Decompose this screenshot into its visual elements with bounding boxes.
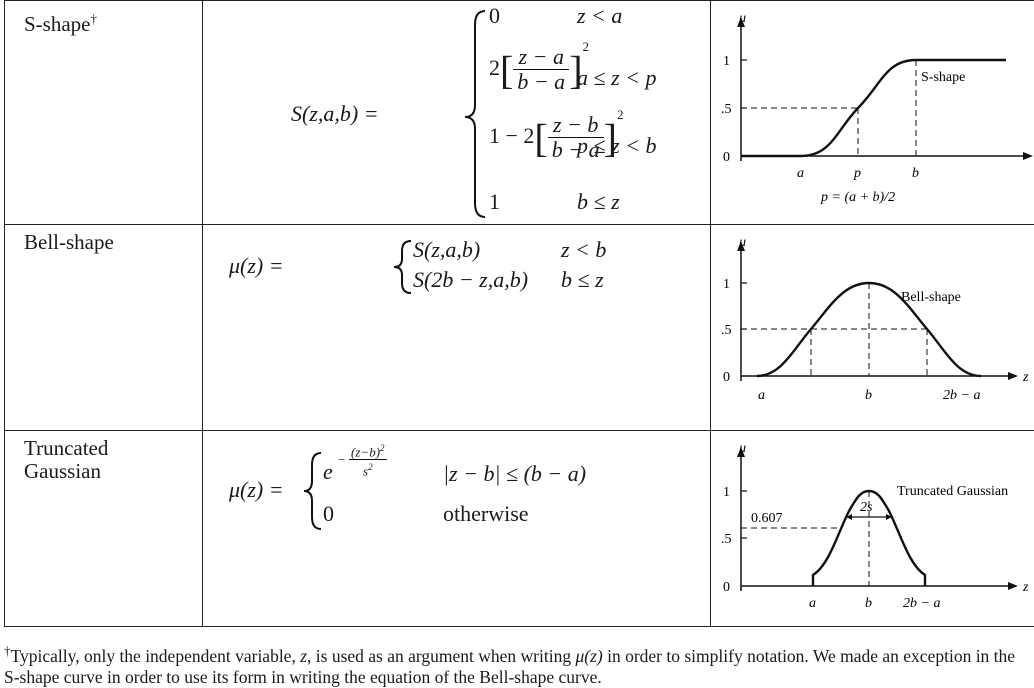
footnote-text: Typically, only the independent variable… xyxy=(10,645,301,666)
arrow-left-icon xyxy=(846,514,852,520)
tick-half-label: .5 xyxy=(721,323,732,338)
equation-cell: μ(z) = S(z,a,b) z < b S(2b − z,a,b) b ≤ … xyxy=(202,224,711,431)
truncated-gaussian-plot: μ 1 .5 0 z 2s 0.607 a b 2b − a Truncated… xyxy=(721,441,1029,611)
tick-one-label: 1 xyxy=(723,54,730,69)
case-cond: z < b xyxy=(561,237,607,262)
tick-half-label: .5 xyxy=(721,102,732,117)
curve-label: S-shape xyxy=(921,70,965,85)
footnote-text: , is used as an argument when writing xyxy=(307,645,576,666)
dagger-mark: † xyxy=(90,11,98,26)
case-cond: p ≤ z < b xyxy=(577,133,657,158)
tick-one-label: 1 xyxy=(723,277,730,292)
footnote-mark: † xyxy=(4,643,11,658)
z-axis-label: z xyxy=(1022,580,1029,595)
table-row: Bell-shape μ(z) = S(z,a,b) z < b S(2b − … xyxy=(4,224,1034,431)
bell-shape-plot: μ 1 .5 0 z a b 2b − a Bell-shape xyxy=(721,235,1029,403)
tick-b-label: b xyxy=(865,388,872,403)
tick-p-label: p xyxy=(853,166,861,181)
table-row: Truncated Gaussian μ(z) = e − (z−b)2 s2 … xyxy=(4,430,1034,627)
case-cond: a ≤ z < p xyxy=(577,65,657,90)
case-cond: b ≤ z xyxy=(561,267,604,292)
case-cond: b ≤ z xyxy=(577,189,620,214)
tick-b-label: b xyxy=(865,596,872,611)
case-expr: 0 xyxy=(323,501,334,526)
footnote: †Typically, only the independent variabl… xyxy=(4,640,1030,688)
x-axis-arrow-icon xyxy=(1008,582,1018,590)
case-cond: z < a xyxy=(577,3,623,28)
tick-a-label: a xyxy=(797,166,804,181)
mu-label: μ xyxy=(738,11,746,26)
y-axis-arrow-icon xyxy=(737,17,745,27)
case-expr: 0 xyxy=(489,3,500,28)
tick-a-label: a xyxy=(758,388,765,403)
graph-cell: μ 1 .5 0 z a p b S-shape p = (a + b)/2 xyxy=(710,0,1034,225)
arrow-right-icon xyxy=(886,514,892,520)
tick-2b-a-label: 2b − a xyxy=(903,596,940,611)
tick-b-label: b xyxy=(912,166,919,181)
tick-one-label: 1 xyxy=(723,485,730,500)
width-label: 2s xyxy=(860,500,873,515)
row-name-line: Gaussian xyxy=(24,459,101,483)
bell-brace-icon xyxy=(393,240,412,294)
p-definition: p = (a + b)/2 xyxy=(820,190,895,205)
graph-cell: μ 1 .5 0 z 2s 0.607 a b 2b − a Truncated… xyxy=(710,430,1034,627)
y-axis-arrow-icon xyxy=(737,241,745,251)
s-curve xyxy=(741,58,1006,158)
tick-2b-a-label: 2b − a xyxy=(943,388,980,403)
row-name-line: Truncated xyxy=(24,436,109,460)
case-cond: |z − b| ≤ (b − a) xyxy=(443,461,587,486)
footnote-variable: z xyxy=(300,645,308,666)
tick-zero-label: 0 xyxy=(723,370,730,385)
mu-label: μ xyxy=(738,235,746,250)
tick-zero-label: 0 xyxy=(723,150,730,165)
s-brace-icon xyxy=(464,10,486,218)
case-expr: S(2b − z,a,b) xyxy=(413,267,529,292)
case-expr: 1 xyxy=(489,189,500,214)
row-name-cell: Truncated Gaussian xyxy=(4,430,203,627)
tick-zero-label: 0 xyxy=(723,580,730,595)
tick-half-label: .5 xyxy=(721,532,732,547)
equation-lhs: μ(z) = xyxy=(229,253,284,278)
equation-lhs: S(z,a,b) = xyxy=(291,101,379,126)
gaussian-brace-icon xyxy=(303,452,322,530)
x-axis-arrow-icon xyxy=(1008,372,1018,380)
row-name-cell: S-shape† xyxy=(4,0,203,225)
footnote-mu: μ(z) xyxy=(575,645,603,666)
footnote-text: in order to simplify notation. We made a… xyxy=(4,645,1016,687)
curve-label: Bell-shape xyxy=(901,290,961,305)
tick-a-label: a xyxy=(809,596,816,611)
x-axis-arrow-icon xyxy=(1023,152,1033,160)
mu-label: μ xyxy=(738,441,746,456)
curve-label: Truncated Gaussian xyxy=(897,484,1008,499)
equation-cell: μ(z) = e − (z−b)2 s2 |z − b| ≤ (b − a) 0… xyxy=(202,430,711,627)
row-name-cell: Bell-shape xyxy=(4,224,203,431)
row-name: S-shape† xyxy=(24,11,98,36)
case-cond: otherwise xyxy=(443,501,529,526)
equation-lhs: μ(z) = xyxy=(229,477,284,502)
exponent: − (z−b)2 s2 xyxy=(337,443,387,479)
level-label: 0.607 xyxy=(751,511,783,526)
graph-cell: μ 1 .5 0 z a b 2b − a Bell-shape xyxy=(710,224,1034,431)
y-axis-arrow-icon xyxy=(737,447,745,457)
case-expr: S(z,a,b) xyxy=(413,237,481,262)
row-name: Bell-shape xyxy=(24,230,114,254)
z-axis-label: z xyxy=(1022,370,1029,385)
exp-expression: e xyxy=(323,459,333,484)
s-shape-plot: μ 1 .5 0 z a p b S-shape p = (a + b)/2 xyxy=(721,11,1033,205)
